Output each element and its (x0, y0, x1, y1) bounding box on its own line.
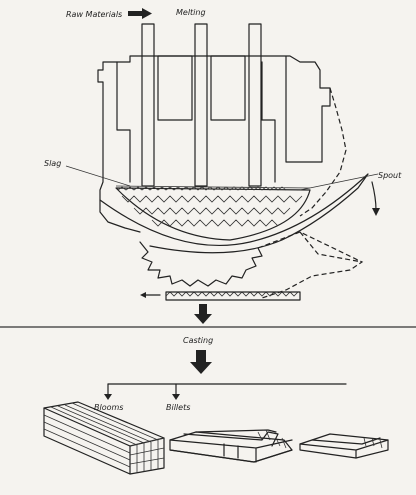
electrode-left (141, 23, 155, 187)
blooms-arrow-icon (104, 383, 112, 400)
electrode-right (248, 23, 262, 187)
furnace-right-panel (261, 61, 276, 183)
spout-label: Spout (378, 171, 402, 180)
melting-label: Melting (176, 8, 206, 17)
molten-bath-zigzag (121, 195, 303, 227)
furnace-door-dashed (299, 87, 347, 217)
billets-label: Billets (166, 403, 190, 412)
slag-pointer-line (65, 165, 131, 187)
slabs-stack (299, 433, 389, 459)
down-arrow-1-icon (194, 304, 212, 324)
billets-stack (169, 429, 293, 463)
furnace-hearth (99, 173, 369, 254)
ladle-jagged-bottom (139, 241, 263, 287)
furnace-window-2 (210, 55, 246, 121)
conveyor-strip (140, 291, 301, 301)
raw-materials-label: Raw Materials (66, 10, 122, 19)
furnace-window-1 (157, 55, 193, 121)
ladle-tilted-dashed (257, 231, 364, 299)
blooms-label: Blooms (94, 403, 123, 412)
electrode-middle (194, 23, 208, 187)
slag-band (115, 185, 311, 191)
slag-label: Slag (44, 159, 61, 168)
blooms-stack (43, 401, 165, 475)
spout-pour-arrow-icon (371, 181, 380, 216)
furnace-left-panel (116, 61, 131, 183)
raw-materials-arrow-icon (128, 8, 152, 19)
furnace-outline (97, 55, 331, 233)
casting-label: Casting (183, 336, 213, 345)
billets-arrow-icon (172, 383, 180, 400)
spout-pointer-line (299, 173, 379, 191)
down-arrow-2-icon (190, 350, 212, 374)
molten-bath-outline (115, 187, 311, 241)
